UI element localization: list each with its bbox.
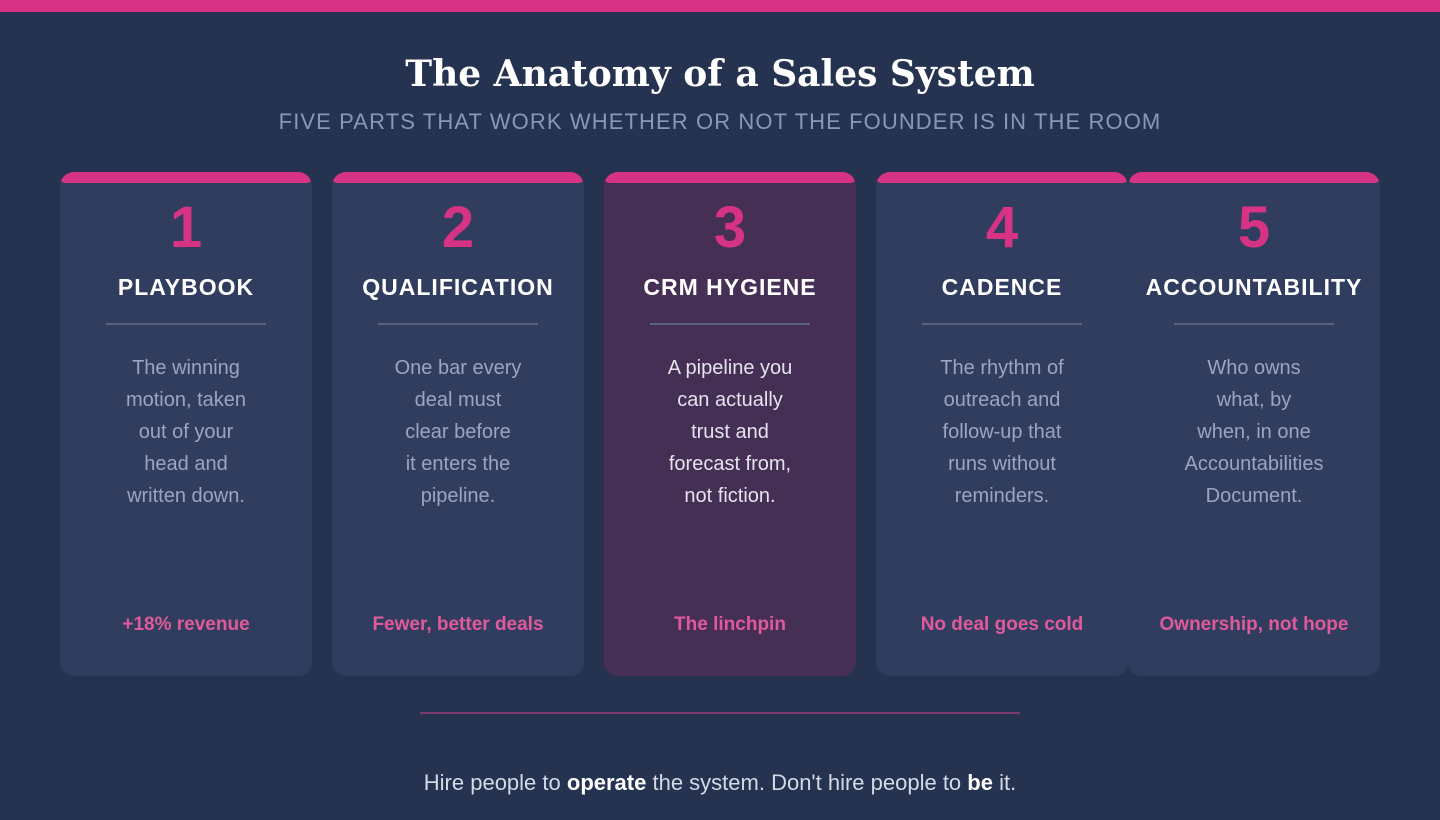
card-outcome: No deal goes cold — [920, 614, 1084, 635]
card-title: QUALIFICATION — [362, 274, 554, 300]
card-divider — [650, 323, 810, 325]
card-title: CRM HYGIENE — [643, 274, 817, 300]
card-crm-hygiene: 3 CRM HYGIENE A pipeline you can actuall… — [604, 172, 856, 676]
card-number: 4 — [985, 195, 1019, 260]
card-accent-bar — [60, 172, 312, 183]
card-accent-bar — [332, 172, 584, 183]
card-qualification: 2 QUALIFICATION One bar every deal must … — [332, 172, 584, 676]
card-number: 3 — [713, 195, 747, 260]
card-accent-bar — [604, 172, 856, 183]
card-playbook: 1 PLAYBOOK The winning motion, taken out… — [60, 172, 312, 676]
card-outcome: The linchpin — [674, 614, 786, 635]
page-title: The Anatomy of a Sales System — [405, 53, 1035, 95]
card-cadence: 4 CADENCE The rhythm of outreach and fol… — [876, 172, 1128, 676]
card-outcome: Ownership, not hope — [1159, 614, 1349, 635]
card-description: One bar every deal must clear before it … — [394, 357, 522, 507]
footer-text-3: it. — [992, 770, 1017, 795]
card-accent-bar — [1128, 172, 1380, 183]
card-title: PLAYBOOK — [117, 274, 255, 300]
card-accent-bar — [876, 172, 1128, 183]
card-number: 2 — [441, 195, 475, 260]
card-divider — [922, 323, 1082, 325]
card-divider — [106, 323, 266, 325]
card-divider — [1174, 323, 1334, 325]
footer-emphasis-be: be — [967, 770, 993, 795]
footer-divider — [420, 712, 1020, 714]
footer-statement: Hire people to operate the system. Don't… — [0, 768, 1440, 798]
card-description: The rhythm of outreach and follow-up tha… — [940, 357, 1064, 507]
card-number: 1 — [169, 195, 203, 260]
card-accountability: 5 ACCOUNTABILITY Who owns what, by when,… — [1128, 172, 1380, 676]
card-outcome: Fewer, better deals — [372, 614, 544, 635]
card-number: 5 — [1237, 195, 1271, 260]
page-subtitle: FIVE PARTS THAT WORK WHETHER OR NOT THE … — [278, 109, 1162, 134]
card-title: CADENCE — [941, 274, 1063, 300]
footer-text-1: Hire people to — [423, 770, 567, 795]
top-accent-bar — [0, 0, 1440, 12]
card-description: Who owns what, by when, in one Accountab… — [1184, 357, 1324, 507]
card-description: A pipeline you can actually trust and fo… — [667, 357, 793, 507]
card-title: ACCOUNTABILITY — [1145, 274, 1363, 300]
footer-emphasis-operate: operate — [566, 770, 647, 795]
card-outcome: +18% revenue — [122, 614, 250, 635]
card-description: The winning motion, taken out of your he… — [125, 357, 247, 507]
footer-text-2: the system. Don't hire people to — [646, 770, 968, 795]
card-divider — [378, 323, 538, 325]
